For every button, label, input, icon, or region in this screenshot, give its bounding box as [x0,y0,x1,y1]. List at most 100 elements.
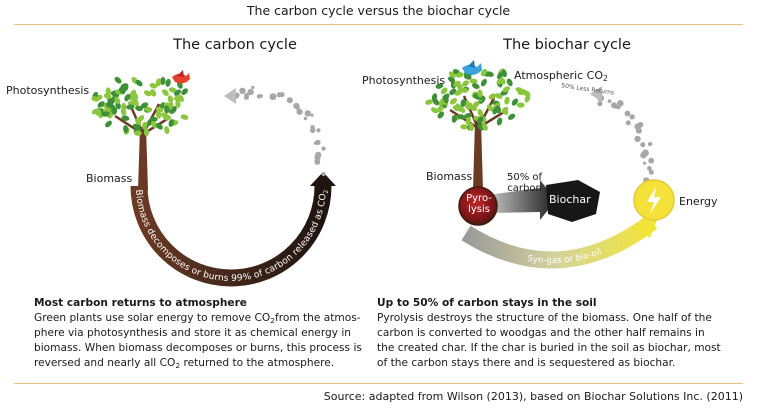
leaf [449,88,457,96]
gas-dot [597,101,603,107]
leaf [105,120,112,128]
leaf [437,111,445,119]
leaf [506,78,513,87]
leaf [101,111,110,117]
leaf [105,100,114,107]
leaf [486,71,494,77]
bird-red-icon [172,70,190,84]
leaf [458,106,466,113]
gas-dot [648,169,654,175]
leaf [121,102,127,111]
leaf [471,83,480,89]
leaf [502,86,510,93]
leaf [126,104,135,110]
gas-dot [643,161,647,165]
trunk [138,127,148,190]
leaf [461,80,470,87]
gas-arrowhead-left [224,88,236,104]
leaf [523,90,531,98]
leaf [96,108,102,117]
leaf [91,96,100,102]
gas-dot [617,100,624,107]
gas-dot [256,94,262,99]
leaf [162,89,169,96]
gas-dot [613,104,618,109]
gas-arrowhead-right [590,86,602,102]
gas-dot [625,120,631,126]
arc-arrowhead [310,172,336,186]
leaf [165,78,171,87]
leaf [173,89,182,96]
leaf [135,117,142,126]
gas-dot [624,110,631,117]
co2-gas-dots-right [590,86,655,184]
leaf [464,112,473,119]
leaf [477,116,484,124]
leaf [114,96,121,105]
gas-dot [269,93,277,101]
gas-dot [634,123,642,130]
co2-gas-dots-left [224,85,326,177]
gas-dot [647,141,653,147]
gas-dot [244,92,250,98]
leaf [105,87,111,96]
leaf [436,105,444,113]
tree-left [91,77,189,190]
gas-dot [316,128,321,133]
leaf [180,114,189,120]
leaf [443,95,449,104]
leaf [143,128,150,137]
leaf [504,96,510,105]
figure-title: The carbon cycle versus the biochar cycl… [246,3,511,18]
leaf [121,115,130,121]
leaf [140,102,149,109]
gas-dot [315,151,322,159]
leaf [465,116,471,125]
trunk [473,121,483,190]
gas-dot [321,171,326,177]
leaf [449,98,458,105]
leaf [511,98,519,106]
gas-dot [313,141,318,145]
biomass-label-left: Biomass [86,172,133,185]
leaf [515,87,524,93]
leaf [124,93,131,102]
gas-dot [321,146,326,151]
leaf [150,89,157,97]
leaf [432,98,440,106]
leaf [431,107,439,114]
leaf [155,110,162,119]
energy-label: Energy [679,195,718,208]
leaf [135,79,143,87]
gas-dot [247,88,254,96]
leaf [142,121,148,130]
biochar-label: Biochar [549,193,591,206]
leaf [507,113,516,120]
leaf [480,68,488,77]
leaf [160,112,169,118]
bottom-rule [14,383,743,384]
photosynthesis-label-right: Photosynthesis [362,74,446,87]
photosynthesis-label-left: Photosynthesis [6,84,90,97]
leaf [492,106,499,115]
leaf [457,114,466,120]
leaf [496,117,503,126]
gas-dot [303,116,308,121]
top-rule [14,24,743,25]
leaf [460,124,469,130]
bird-blue-icon [462,60,482,75]
leaf [494,93,503,99]
leaf [488,93,496,100]
leaf [103,107,112,113]
leaf [501,106,509,114]
gas-dot [629,114,635,120]
biochar-arrow [488,180,556,220]
gas-dot [296,108,303,115]
gas-dot [640,142,646,148]
caption-heading-left: Most carbon returns to atmosphere [34,297,247,309]
source-note: Source: adapted from Wilson (2013), base… [323,390,743,403]
leaf [481,123,488,131]
gas-dot [634,135,641,143]
gas-dot [293,102,300,110]
